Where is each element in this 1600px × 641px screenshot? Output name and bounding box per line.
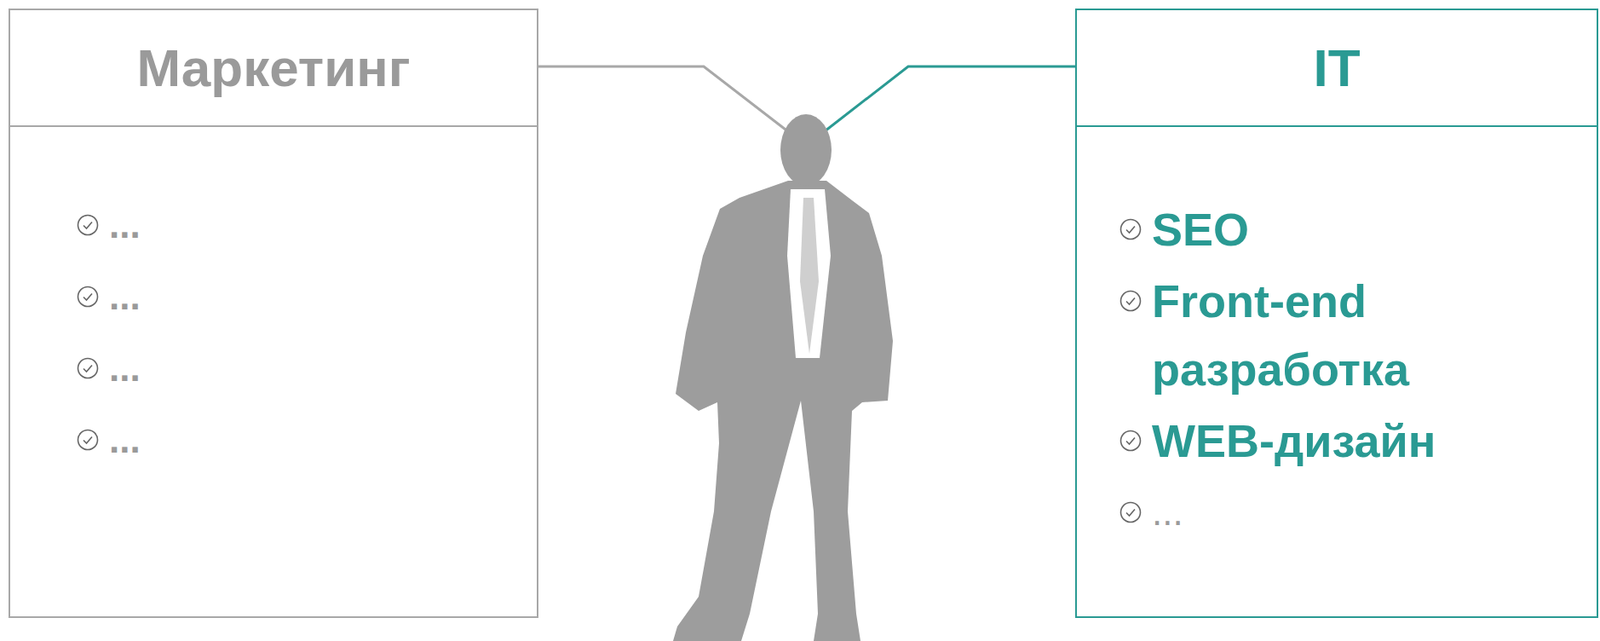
list-item-text: ...	[109, 405, 141, 474]
check-icon	[76, 428, 99, 451]
box-heading: Маркетинг	[10, 10, 537, 127]
list-item: ...	[76, 405, 537, 474]
list-item-text: WEB-дизайн	[1151, 406, 1436, 475]
list-item-text: Front-end разработка	[1151, 266, 1553, 403]
list-item: WEB-дизайн	[1119, 406, 1597, 475]
check-icon	[1119, 500, 1142, 524]
person-head	[780, 114, 832, 186]
list-item-text: ...	[1151, 477, 1184, 547]
check-mark	[1126, 226, 1135, 234]
check-icon	[1119, 429, 1142, 452]
check-circle	[78, 287, 98, 307]
list-item: ...	[76, 262, 537, 331]
check-circle	[78, 358, 98, 379]
check-mark	[83, 293, 93, 301]
check-circle	[1121, 291, 1141, 311]
box-body: ............	[10, 126, 537, 474]
check-mark	[1126, 509, 1135, 517]
check-icon	[76, 356, 99, 380]
check-mark	[83, 437, 93, 444]
list-item: ...	[1119, 477, 1597, 547]
check-mark	[83, 365, 93, 373]
category-box: ITSEOFront-end разработкаWEB-дизайн...	[1075, 8, 1599, 618]
check-circle	[1121, 431, 1141, 451]
category-box: Маркетинг............	[8, 8, 539, 618]
list-item-text: SEO	[1151, 195, 1249, 264]
list-item-text: ...	[109, 190, 141, 259]
check-icon	[1119, 218, 1142, 241]
list-item: ...	[76, 190, 537, 259]
leader-line	[538, 66, 786, 130]
list-item: SEO	[1119, 195, 1597, 264]
check-circle	[1121, 502, 1141, 523]
check-icon	[76, 285, 99, 308]
list-item: ...	[76, 333, 537, 403]
list-item: Front-end разработка	[1119, 266, 1597, 403]
tie	[800, 197, 819, 354]
check-mark	[83, 222, 93, 230]
check-icon	[76, 213, 99, 236]
shirt	[787, 189, 831, 358]
leader-line	[824, 66, 1076, 132]
box-heading: IT	[1076, 10, 1597, 127]
person-silhouette	[673, 180, 893, 641]
check-circle	[78, 215, 98, 236]
list-item-text: ...	[109, 333, 141, 403]
check-circle	[1121, 219, 1141, 240]
check-mark	[1126, 437, 1135, 445]
check-mark	[1126, 298, 1135, 306]
list-item-text: ...	[109, 262, 141, 331]
check-circle	[78, 430, 98, 450]
check-icon	[1119, 289, 1142, 312]
box-body: SEOFront-end разработкаWEB-дизайн...	[1076, 126, 1597, 547]
